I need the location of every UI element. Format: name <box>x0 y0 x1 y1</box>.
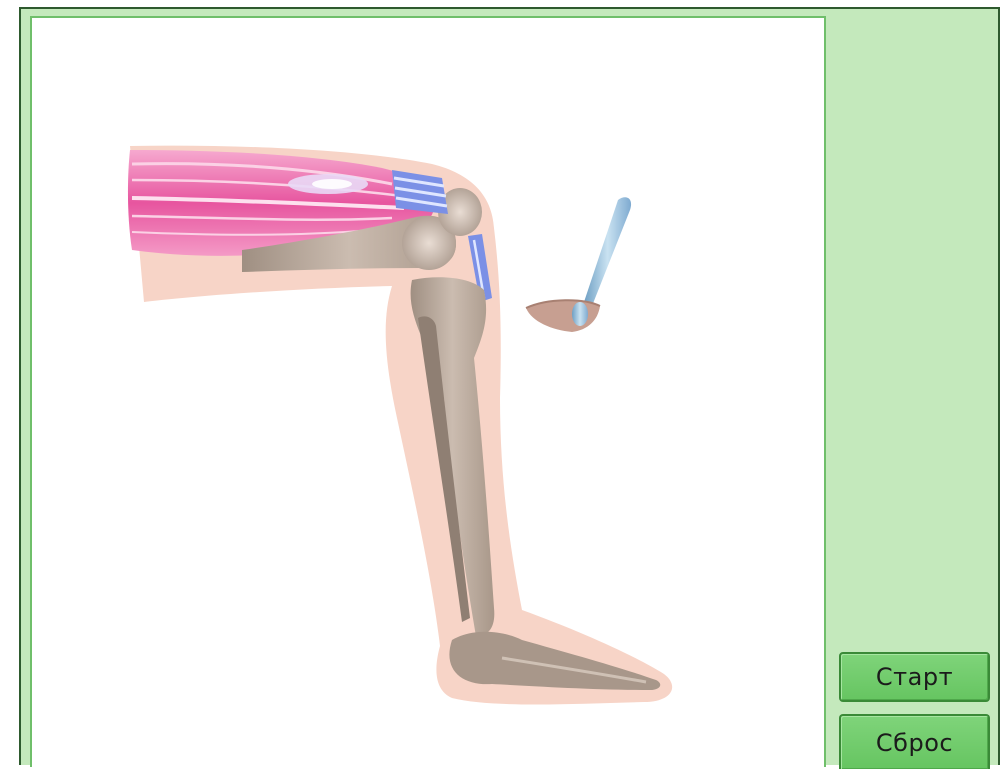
reset-button[interactable]: Сброс <box>839 714 990 769</box>
simulation-window: Старт Сброс <box>19 7 1000 765</box>
reflex-hammer <box>526 197 631 332</box>
knee-reflex-illustration <box>32 18 826 767</box>
animation-stage <box>30 16 826 767</box>
start-button[interactable]: Старт <box>839 652 990 702</box>
